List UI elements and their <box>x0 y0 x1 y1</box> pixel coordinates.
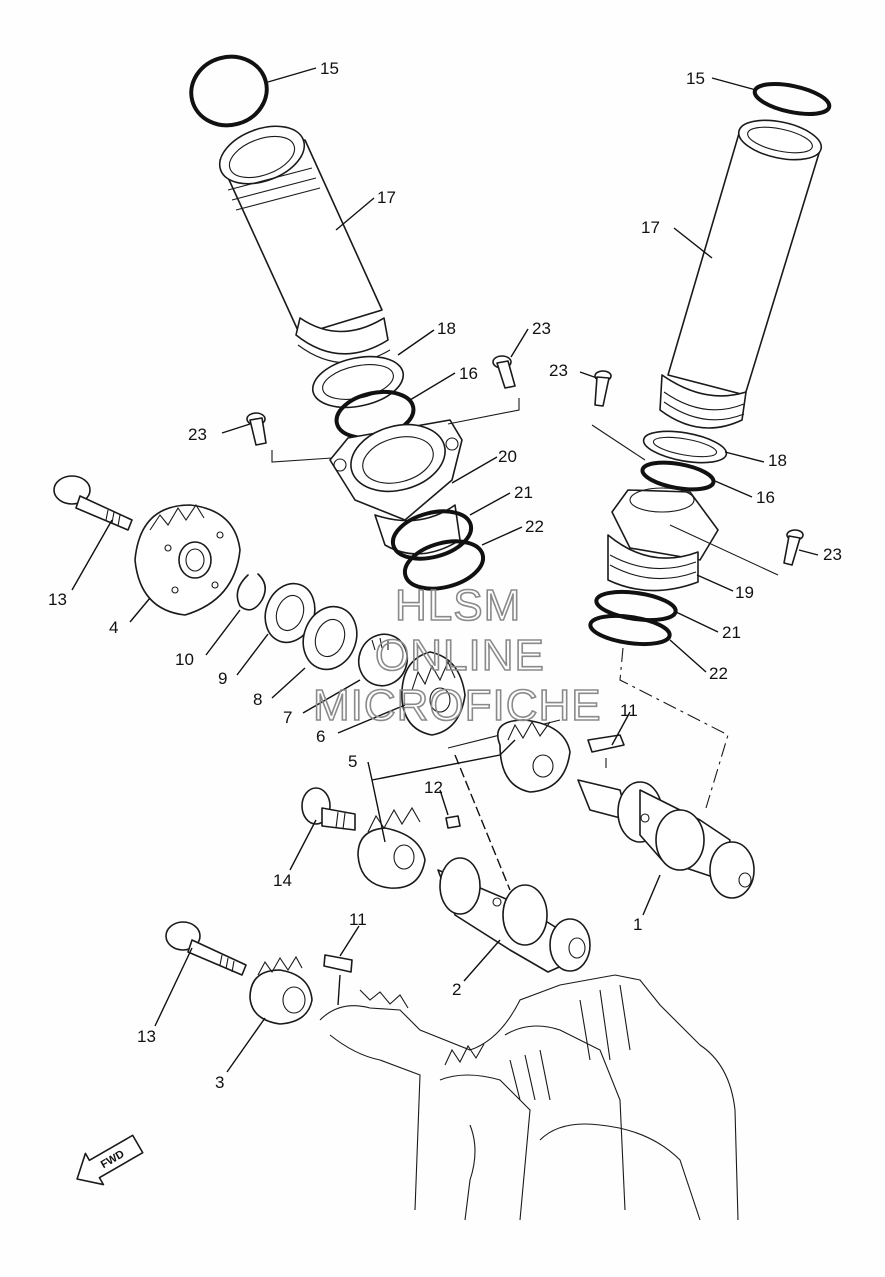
bolt-14 <box>301 787 356 831</box>
watermark-line-1: HLSM <box>395 581 521 630</box>
callout-23-right-lower: 23 <box>823 545 842 564</box>
ring-7 <box>357 633 409 687</box>
callout-15-left: 15 <box>320 59 339 78</box>
callout-20: 20 <box>498 447 517 466</box>
washer-8 <box>302 605 358 671</box>
callout-15-right: 15 <box>686 69 705 88</box>
bolt-13-lower <box>165 921 247 976</box>
gear-3 <box>249 969 313 1025</box>
callout-12: 12 <box>424 778 443 797</box>
holder-19-right <box>611 489 719 561</box>
callout-14: 14 <box>273 871 292 890</box>
callout-21-right: 21 <box>722 623 741 642</box>
leader-lines <box>71 67 819 1073</box>
bolt-13-upper <box>53 475 133 531</box>
circlip-10 <box>236 573 266 611</box>
sprocket-4 <box>134 503 241 616</box>
bolt-23-right-lower <box>783 529 804 566</box>
callout-17-right: 17 <box>641 218 660 237</box>
left-tube-assembly <box>189 54 520 591</box>
callout-11-lower: 11 <box>349 910 367 929</box>
gear-stack-left <box>53 475 561 749</box>
callout-17-left: 17 <box>377 188 396 207</box>
callout-18-left: 18 <box>437 319 456 338</box>
o-ring-21-left <box>390 509 474 561</box>
crankshaft-lower <box>165 921 739 1221</box>
fwd-arrow: FWD <box>76 1134 144 1186</box>
callout-16-left: 16 <box>459 364 478 383</box>
callout-21-left: 21 <box>514 483 533 502</box>
bolt-23-left <box>246 412 267 446</box>
callout-10: 10 <box>175 650 194 669</box>
o-ring-22-left <box>402 539 486 591</box>
callout-8: 8 <box>253 690 262 709</box>
o-ring-15-right <box>752 82 832 116</box>
callout-4: 4 <box>109 618 118 637</box>
key-12 <box>445 815 461 829</box>
callout-19: 19 <box>735 583 754 602</box>
callout-22-left: 22 <box>525 517 544 536</box>
callout-23-top: 23 <box>532 319 551 338</box>
callout-18-right: 18 <box>768 451 787 470</box>
callout-7: 7 <box>283 708 292 727</box>
key-11-upper <box>587 734 625 753</box>
watermark-line-2: ONLINE <box>375 631 545 680</box>
bolt-23-top <box>492 355 516 389</box>
tube-17-right <box>667 129 821 396</box>
camshaft-2 <box>357 806 591 973</box>
callout-23-left: 23 <box>188 425 207 444</box>
callout-13-upper: 13 <box>48 590 67 609</box>
o-ring-15-left <box>189 54 269 128</box>
bolt-23-right-upper <box>594 370 612 407</box>
callout-1: 1 <box>633 915 642 934</box>
callout-23-right-upper: 23 <box>549 361 568 380</box>
washer-18-right <box>642 430 728 464</box>
callout-6: 6 <box>316 727 325 746</box>
callout-5: 5 <box>348 752 357 771</box>
key-11-lower <box>323 954 353 973</box>
callout-16-right: 16 <box>756 488 775 507</box>
callout-9: 9 <box>218 669 227 688</box>
washer-18-left <box>311 355 405 409</box>
callout-22-right: 22 <box>709 664 728 683</box>
callout-2: 2 <box>452 980 461 999</box>
callout-3: 3 <box>215 1073 224 1092</box>
gear-6 <box>401 651 466 736</box>
watermark: HLSM ONLINE MICROFICHE <box>312 580 602 731</box>
callout-labels: 15 17 18 16 23 23 20 21 22 15 17 23 18 1… <box>48 59 842 1092</box>
callout-11-upper: 11 <box>620 701 638 720</box>
camshaft-1 <box>497 719 755 899</box>
right-tube-assembly <box>588 82 832 809</box>
callout-13-lower: 13 <box>137 1027 156 1046</box>
o-ring-22-right <box>588 613 672 647</box>
watermark-line-3: MICROFICHE <box>313 681 602 730</box>
o-ring-16-right <box>640 460 716 492</box>
